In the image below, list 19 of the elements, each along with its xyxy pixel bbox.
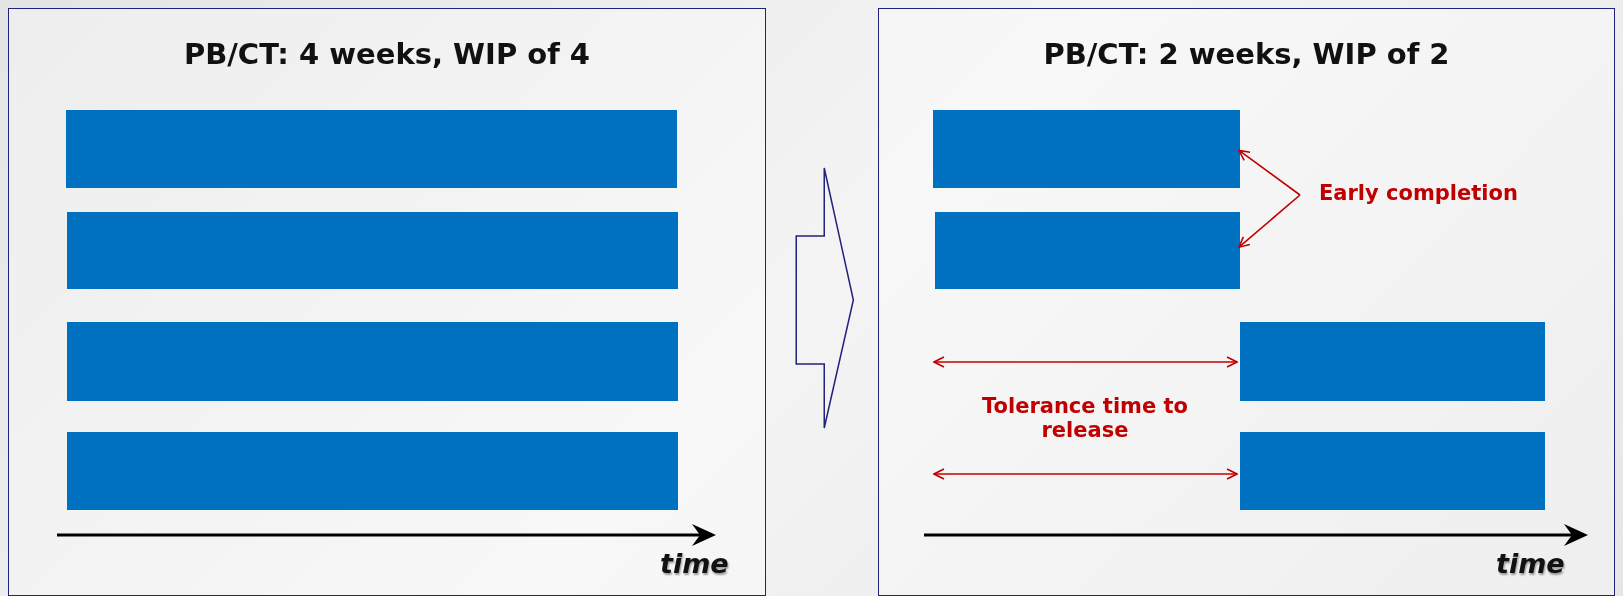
- panel: [878, 8, 1615, 596]
- bar-shape: [933, 110, 1240, 188]
- bar-shape: [67, 212, 678, 289]
- bar-shape: [1240, 322, 1545, 401]
- leader-line: [1238, 194, 1301, 248]
- bar-shape: [1240, 432, 1545, 510]
- axis-label: time: [660, 548, 729, 579]
- axis-label: time: [1496, 548, 1565, 579]
- leader-line: [1238, 149, 1301, 196]
- bar-shape: [67, 432, 678, 510]
- bar-shape: [935, 212, 1240, 289]
- bar-shape: [67, 322, 678, 401]
- panel-title: PB/CT: 4 weeks, WIP of 4: [183, 37, 591, 71]
- panel: [8, 8, 766, 596]
- callout-text: Early completion: [1301, 181, 1518, 205]
- bar-shape: [66, 110, 677, 188]
- chevron-arrow: [795, 167, 855, 429]
- panel-title: PB/CT: 2 weeks, WIP of 2: [1043, 37, 1450, 71]
- note-text: Tolerance time to release: [981, 394, 1189, 442]
